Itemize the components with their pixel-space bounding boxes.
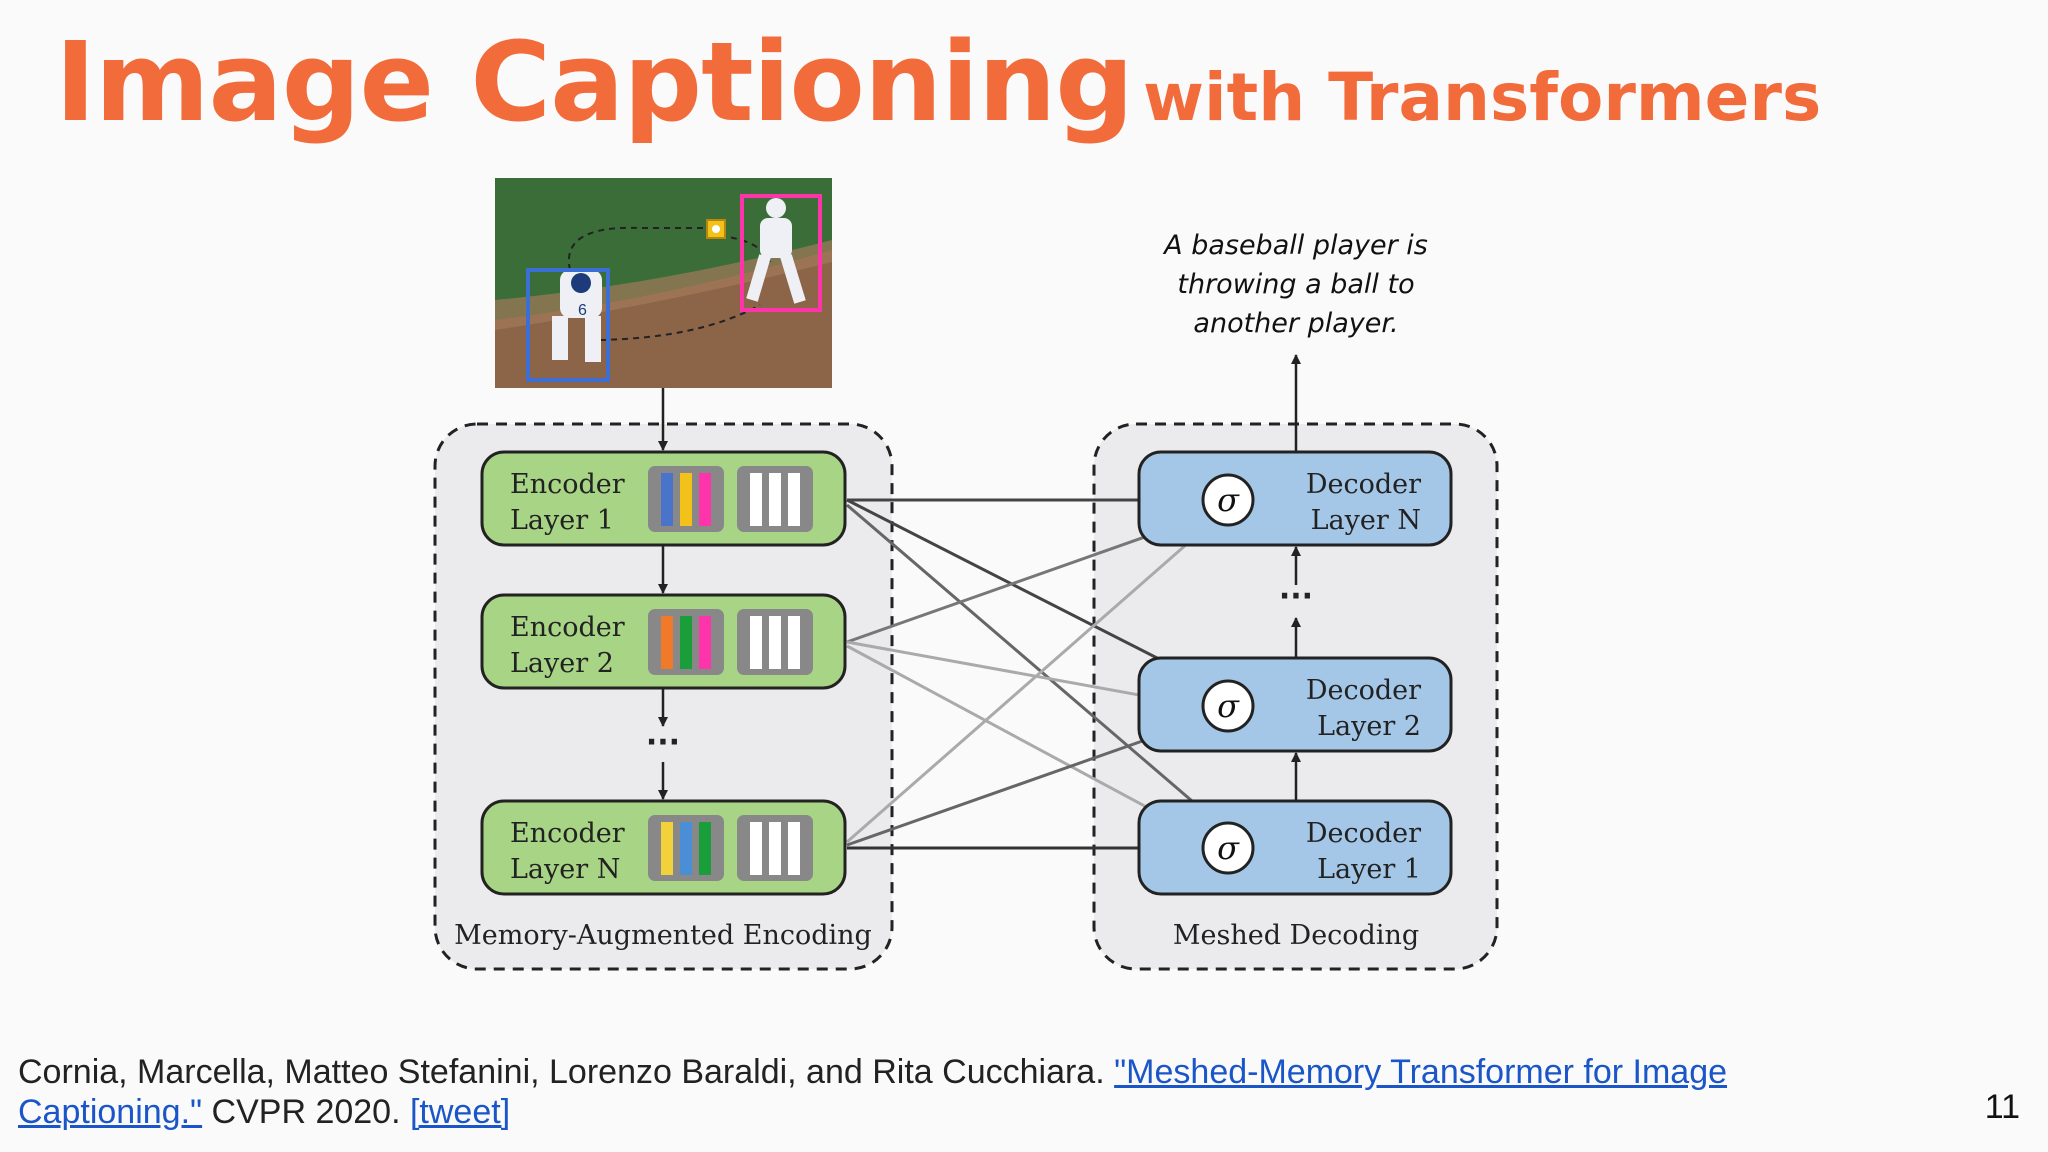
memory-slot-1b [680, 473, 692, 526]
player-right [746, 198, 806, 304]
tweet-link[interactable]: [tweet] [409, 1093, 511, 1131]
bbox-player-left [526, 268, 610, 382]
memory-slot-nc [699, 822, 711, 875]
decoder-layer-2-line1: Decoder [1306, 675, 1421, 706]
generated-caption: A baseball player is throwing a ball to … [1162, 230, 1428, 339]
decoder-group-label: Meshed Decoding [1173, 920, 1419, 951]
sigma-1-symbol: σ [1217, 829, 1240, 867]
baseball-photo: 6 [495, 178, 832, 388]
decoder-layer-n-line2: Layer N [1311, 505, 1421, 536]
decoder-layer-2-line2: Layer 2 [1317, 711, 1421, 742]
sigma-2-symbol: σ [1217, 687, 1240, 725]
memory-slot-nb [680, 822, 692, 875]
encoder-layer-n-line2: Layer N [510, 854, 620, 885]
sigma-n-symbol: σ [1217, 481, 1240, 519]
encoder-layer-n: Encoder Layer N [480, 799, 847, 896]
conn-e1-d1 [846, 503, 1221, 827]
sigma-gate-n: σ [1201, 473, 1255, 527]
memory-slot-1a [661, 473, 673, 526]
conn-e1-d2 [846, 498, 1211, 687]
memory-slot-2b [680, 616, 692, 669]
encoder-layer-2-line2: Layer 2 [510, 648, 614, 679]
conn-e2-d1 [846, 644, 1205, 840]
decoder-layer-1: Decoder Layer 1 [1137, 799, 1453, 896]
conn-eN-dN [846, 520, 1213, 844]
encoder-group-label: Memory-Augmented Encoding [454, 920, 872, 951]
decoder-layer-n-line1: Decoder [1306, 469, 1421, 500]
memory-slot-2a [661, 616, 673, 669]
decoder-layer-2: Decoder Layer 2 [1137, 656, 1453, 753]
encoder-layer-2-line1: Encoder [510, 612, 625, 643]
caption-line-1: A baseball player is [1162, 230, 1428, 261]
encoder-layer-2: Encoder Layer 2 [480, 593, 847, 690]
decoder-layer-1-line1: Decoder [1306, 818, 1421, 849]
encoder-ellipsis: ··· [646, 725, 680, 760]
memory-slot-1c [699, 473, 711, 526]
memory-slot-2c [699, 616, 711, 669]
encoder-layer-n-line1: Encoder [510, 818, 625, 849]
paper-link[interactable]: "Meshed-Memory Transformer for Image Cap… [18, 1053, 1728, 1131]
bbox-player-right [740, 194, 822, 312]
caption-line-2: throwing a ball to [1177, 269, 1414, 300]
jersey-number: 6 [578, 302, 587, 319]
title-sub: with Transformers [1143, 59, 1822, 136]
caption-line-3: another player. [1193, 308, 1398, 339]
encoder-layer-1-line1: Encoder [510, 469, 625, 500]
citation-authors: Cornia, Marcella, Matteo Stefanini, Lore… [18, 1053, 1105, 1091]
encoder-layer-1: Encoder Layer 1 [480, 450, 847, 547]
encoder-layer-1-line2: Layer 1 [510, 505, 614, 536]
citation: Cornia, Marcella, Matteo Stefanini, Lore… [18, 1052, 1818, 1132]
decoder-layer-1-line2: Layer 1 [1317, 854, 1421, 885]
memory-slot-na [661, 822, 673, 875]
sigma-gate-1: σ [1201, 821, 1255, 875]
title-main: Image Captioning [55, 18, 1134, 146]
player-left: 6 [552, 270, 602, 362]
citation-venue: CVPR 2020. [211, 1093, 401, 1131]
page-number: 11 [1984, 1088, 2020, 1126]
sigma-gate-2: σ [1201, 679, 1255, 733]
decoder-layer-n: Decoder Layer N [1137, 450, 1453, 547]
